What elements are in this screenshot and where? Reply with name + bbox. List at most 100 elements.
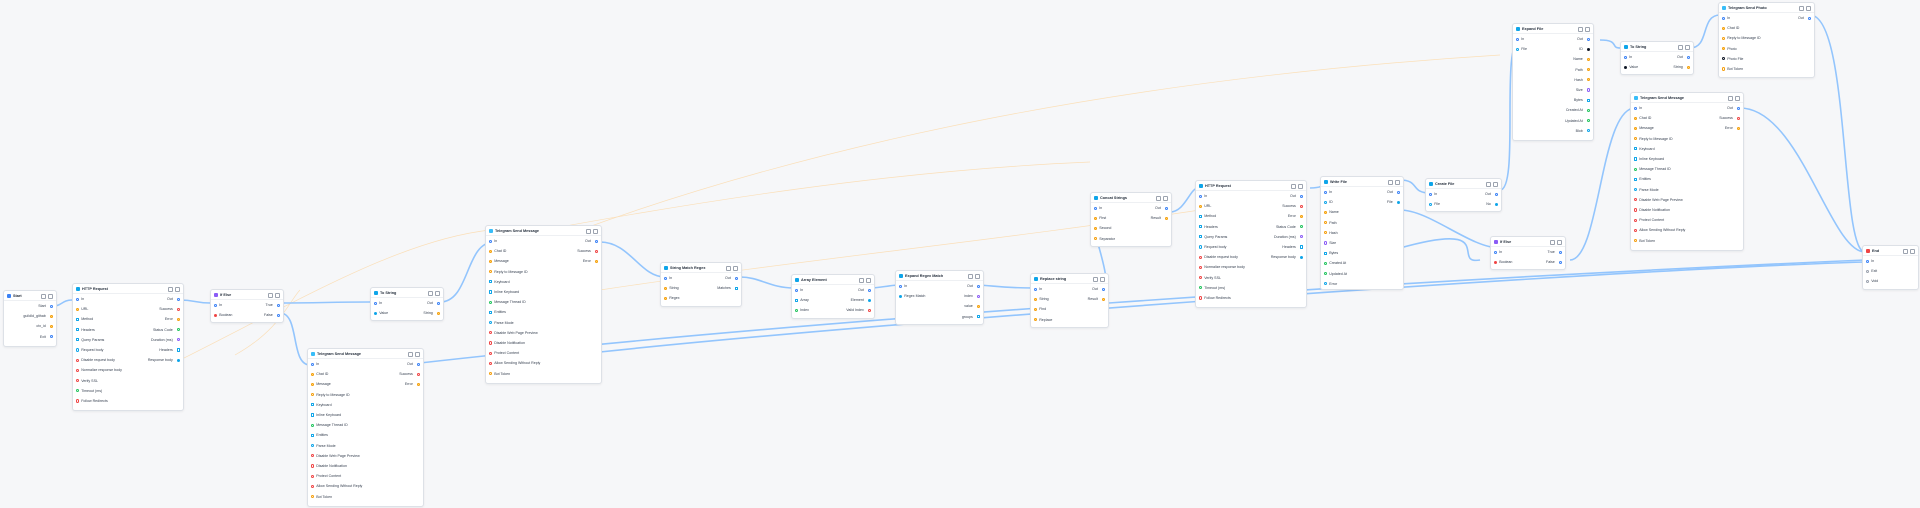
string-in-pin[interactable]	[489, 259, 493, 264]
int-in-pin[interactable]	[795, 308, 799, 313]
string-in-pin[interactable]	[311, 393, 315, 397]
exec-out-pin[interactable]	[1686, 55, 1690, 59]
int-out-pin[interactable]	[176, 338, 180, 342]
string-out-pin[interactable]	[1586, 57, 1590, 62]
node-controls[interactable]	[968, 273, 980, 279]
bool-out-pin[interactable]	[416, 372, 420, 376]
exec-out-pin[interactable]	[1807, 16, 1811, 20]
any-out-pin[interactable]	[176, 358, 180, 362]
bool-out-pin[interactable]	[1736, 116, 1740, 120]
object-in-pin[interactable]	[489, 290, 493, 294]
settings-icon[interactable]	[586, 228, 591, 234]
object-in-pin[interactable]	[311, 413, 315, 417]
string-in-pin[interactable]	[1324, 210, 1328, 215]
bytes-out-pin[interactable]	[1586, 98, 1590, 102]
close-icon[interactable]	[175, 286, 180, 292]
close-icon[interactable]	[1163, 195, 1168, 201]
node-header[interactable]: Concat Strings	[1091, 193, 1171, 203]
exec-out-pin[interactable]	[176, 297, 180, 301]
node-controls[interactable]	[1550, 239, 1562, 245]
close-icon[interactable]	[1910, 248, 1915, 254]
node-controls[interactable]	[586, 228, 598, 234]
map-in-pin[interactable]	[76, 328, 80, 332]
enum-in-pin[interactable]	[1634, 188, 1638, 192]
bool-in-pin[interactable]	[1634, 218, 1638, 222]
bool-in-pin[interactable]	[1634, 228, 1638, 232]
exec-in-pin[interactable]	[1624, 55, 1628, 59]
bool-in-pin[interactable]	[489, 331, 493, 335]
date-in-pin[interactable]	[1324, 261, 1328, 265]
bool-in-pin[interactable]	[1199, 296, 1203, 300]
settings-icon[interactable]	[859, 277, 864, 283]
map-out-pin[interactable]	[1299, 245, 1303, 249]
bool-out-pin[interactable]	[867, 308, 871, 313]
any-in-pin[interactable]	[76, 348, 80, 352]
bool-out-pin[interactable]	[1299, 204, 1303, 208]
int-in-pin[interactable]	[311, 423, 315, 427]
string-in-pin[interactable]	[1634, 238, 1638, 243]
exec-out-pin[interactable]	[867, 288, 871, 292]
string-out-pin[interactable]	[1586, 78, 1590, 82]
object-in-pin[interactable]	[1634, 147, 1638, 151]
bytes-in-pin[interactable]	[1324, 251, 1328, 255]
string-in-pin[interactable]	[1199, 204, 1203, 208]
string-in-pin[interactable]	[311, 372, 315, 376]
exec-out-pin[interactable]	[1101, 287, 1105, 291]
int-out-pin[interactable]	[976, 294, 980, 298]
exec-out-pin[interactable]	[416, 362, 420, 366]
enum-in-pin[interactable]	[1199, 214, 1203, 219]
object-in-pin[interactable]	[311, 403, 315, 407]
bool-in-pin[interactable]	[1199, 265, 1203, 269]
node-header[interactable]: Telegram Send Message	[1631, 93, 1743, 103]
any-in-pin[interactable]	[1624, 65, 1628, 69]
bool-in-pin[interactable]	[489, 361, 493, 365]
string-in-pin[interactable]	[1034, 297, 1038, 301]
string-in-pin[interactable]	[1634, 116, 1638, 120]
node-controls[interactable]	[1728, 95, 1740, 101]
node-header[interactable]: Expand Regex Match	[896, 271, 983, 281]
bool-in-pin[interactable]	[76, 379, 80, 383]
bool-in-pin[interactable]	[311, 464, 315, 468]
string-in-pin[interactable]	[1094, 226, 1098, 231]
node-controls[interactable]	[1578, 26, 1590, 32]
settings-icon[interactable]	[1291, 183, 1296, 189]
close-icon[interactable]	[593, 228, 598, 234]
string-out-pin[interactable]	[49, 314, 53, 318]
bool-in-pin[interactable]	[1634, 198, 1638, 202]
map-in-pin[interactable]	[1199, 235, 1203, 239]
node-controls[interactable]	[1156, 195, 1168, 201]
settings-icon[interactable]	[428, 290, 433, 296]
exec-out-pin[interactable]	[1558, 250, 1562, 254]
close-icon[interactable]	[975, 273, 980, 279]
node-controls[interactable]	[859, 277, 871, 283]
node-controls[interactable]	[268, 292, 280, 298]
node-header[interactable]: Write File	[1321, 177, 1403, 187]
string-in-pin[interactable]	[1722, 36, 1726, 41]
exec-in-pin[interactable]	[1634, 106, 1638, 110]
node-end[interactable]: End In Exit Void	[1862, 245, 1919, 290]
id-in-pin[interactable]	[1324, 200, 1328, 204]
exec-out-pin[interactable]	[976, 284, 980, 288]
int-out-pin[interactable]	[176, 328, 180, 332]
node-controls[interactable]	[726, 265, 738, 271]
exec-in-pin[interactable]	[1034, 287, 1038, 291]
settings-icon[interactable]	[1903, 248, 1908, 254]
close-icon[interactable]	[435, 290, 440, 296]
bool-in-pin[interactable]	[1494, 260, 1498, 264]
node-controls[interactable]	[1291, 183, 1303, 189]
exec-in-pin[interactable]	[214, 303, 218, 307]
settings-icon[interactable]	[1578, 26, 1583, 32]
exec-in-pin[interactable]	[1199, 194, 1203, 198]
node-header[interactable]: Start	[4, 291, 56, 301]
int-in-pin[interactable]	[489, 300, 493, 304]
string-in-pin[interactable]	[1722, 26, 1726, 30]
file-out-pin[interactable]	[1494, 202, 1498, 206]
exec-in-pin[interactable]	[76, 297, 80, 301]
node-controls[interactable]	[1799, 5, 1811, 11]
